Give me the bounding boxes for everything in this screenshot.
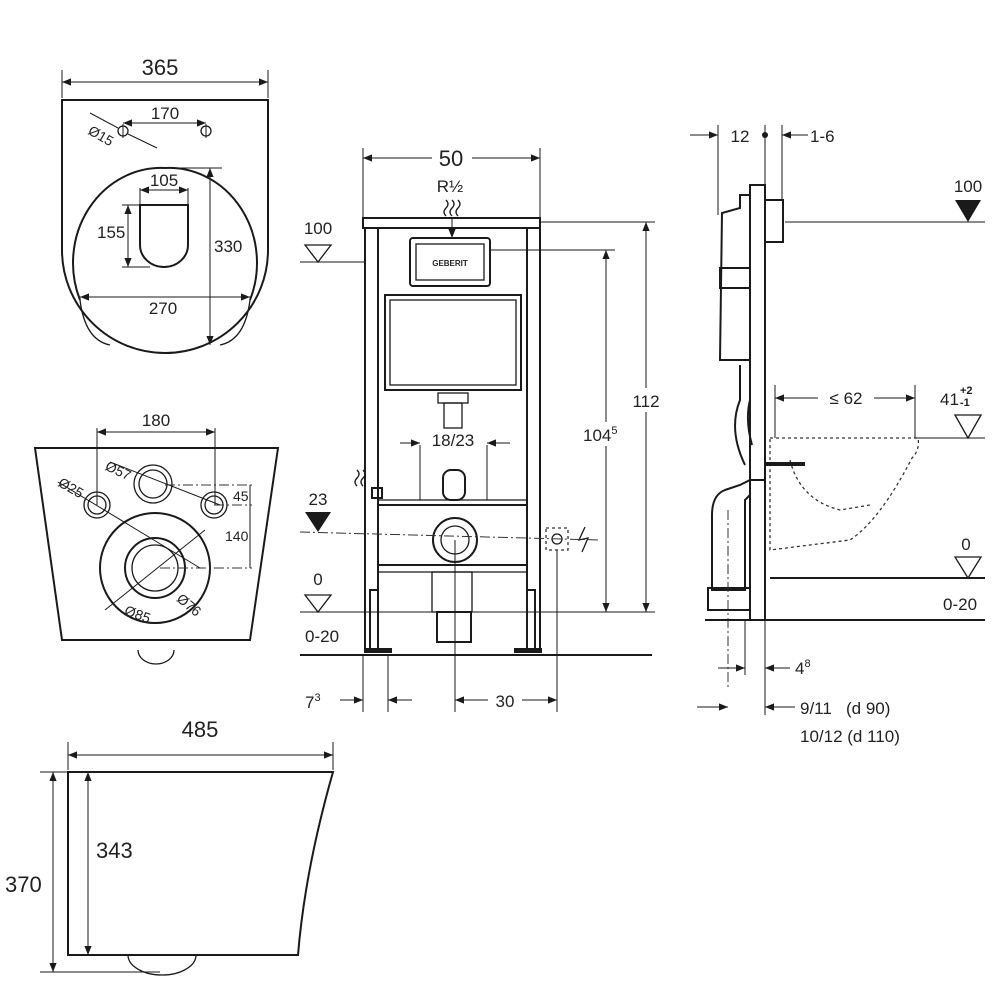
floor-range-label: 0-20 xyxy=(943,595,977,614)
level-0-label: 0 xyxy=(961,535,970,554)
small-diameter-label: Ø25 xyxy=(56,474,87,501)
bowl-width-label: 270 xyxy=(149,299,177,318)
opening-length-label: 155 xyxy=(97,223,125,242)
level-100-label: 100 xyxy=(954,177,982,196)
floor-range-label: 0-20 xyxy=(305,627,339,646)
length-label: 485 xyxy=(182,717,219,742)
hole-spacing-label: 170 xyxy=(151,104,179,123)
tolerance-minus: -1 xyxy=(960,397,970,409)
d90-label: 9/11 (d 90) xyxy=(800,699,890,718)
range-1-6-label: 1-6 xyxy=(810,127,835,146)
d110-label: 10/12 (d 110) xyxy=(800,727,900,746)
electricity-icon xyxy=(577,526,590,553)
offset-7-label: 73 xyxy=(305,692,321,712)
drain-icon xyxy=(354,469,366,487)
inlet-diameter-label: Ø57 xyxy=(103,458,134,484)
seat-top-view: 365 170 Ø15 105 155 330 270 xyxy=(61,55,269,354)
width-label: 365 xyxy=(142,55,179,80)
rear-view: 180 45 140 Ø25 Ø57 Ø85 Ø76 xyxy=(33,411,280,665)
offset-30-label: 30 xyxy=(496,692,515,711)
outer-diameter-label: Ø85 xyxy=(123,602,154,626)
offset-45-label: 45 xyxy=(233,488,249,504)
offset-4-label: 48 xyxy=(795,658,811,678)
brand-logo: GEBERIT xyxy=(432,259,468,268)
seat-height-label: 41 xyxy=(940,390,959,409)
inner-diameter-label: Ø76 xyxy=(174,590,205,619)
connection-spacing-label: 180 xyxy=(142,411,170,430)
hole-diameter-label: Ø15 xyxy=(86,122,117,149)
water-icon xyxy=(443,199,461,217)
bolt-spacing-label: 18/23 xyxy=(432,431,475,450)
level-23-label: 23 xyxy=(309,490,328,509)
bowl-length-label: 330 xyxy=(214,237,242,256)
level-100-label: 100 xyxy=(304,219,332,238)
frame-front-view: 50 R½ GEBERIT 18/23 100 xyxy=(299,146,664,712)
depth-12-label: 12 xyxy=(731,127,750,146)
tolerance-plus: +2 xyxy=(960,385,973,397)
frame-side-view: 12 1-6 100 ≤ 62 41 +2 -1 0 0-20 xyxy=(690,125,985,746)
inner-height-label: 343 xyxy=(96,838,133,863)
side-profile-view: 485 343 370 xyxy=(5,717,335,976)
offset-140-label: 140 xyxy=(225,528,249,544)
height-104-label: 1045 xyxy=(583,425,618,445)
level-0-label: 0 xyxy=(313,570,322,589)
opening-width-label: 105 xyxy=(150,171,178,190)
total-height-label: 370 xyxy=(5,872,42,897)
max-62-label: ≤ 62 xyxy=(830,389,863,408)
frame-width-label: 50 xyxy=(439,146,463,171)
height-112-label: 112 xyxy=(632,392,659,411)
water-inlet-label: R½ xyxy=(437,177,463,196)
